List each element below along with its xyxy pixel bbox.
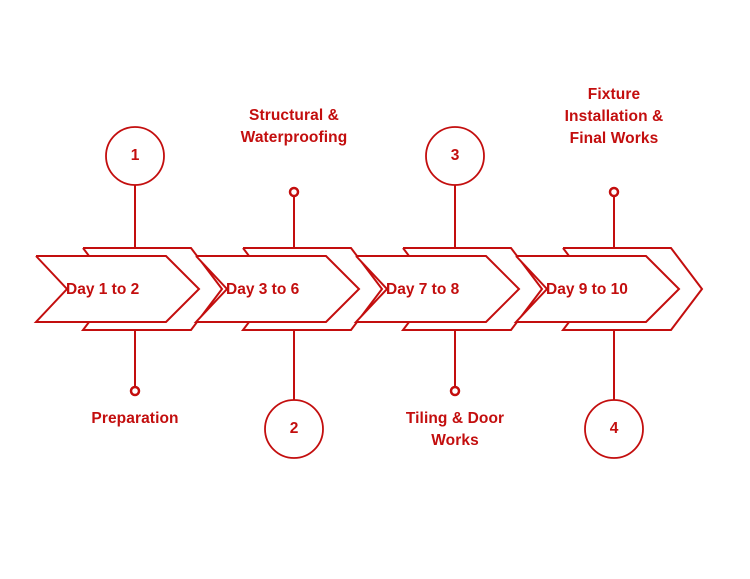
ring-terminator-step-2	[288, 186, 300, 198]
step-marker-circle-4[interactable]	[584, 399, 644, 459]
step-title-label-3: Tiling & Door Works	[405, 410, 505, 449]
ring-terminator-step-1	[129, 385, 141, 397]
chevron-step-3-front	[353, 255, 521, 323]
step-title-label-4: Fixture Installation & Final Works	[564, 86, 664, 147]
step-marker-circle-3[interactable]	[425, 126, 485, 186]
chevron-step-2	[193, 247, 384, 331]
step-marker-label-2: 2	[289, 420, 299, 437]
chevron-step-2-front	[193, 255, 361, 323]
step-title-label-1: Preparation	[91, 410, 179, 427]
step-duration-label-3: Day 7 to 8	[386, 281, 460, 298]
step-marker-label-1: 1	[130, 147, 140, 164]
step-marker-circle-1[interactable]	[105, 126, 165, 186]
ring-terminator-step-4	[608, 186, 620, 198]
chevron-step-4	[513, 247, 704, 331]
step-marker-label-4: 4	[609, 420, 619, 437]
ring-terminator-step-3	[449, 385, 461, 397]
step-marker-label-3: 3	[450, 147, 460, 164]
chevron-step-1	[33, 247, 224, 331]
chevron-step-4-front	[513, 255, 681, 323]
step-duration-label-2: Day 3 to 6	[226, 281, 300, 298]
step-duration-label-1: Day 1 to 2	[66, 281, 140, 298]
chevron-step-1-front	[33, 255, 201, 323]
step-marker-circle-2[interactable]	[264, 399, 324, 459]
connectors	[134, 184, 615, 401]
step-title-label-2: Structural & Waterproofing	[240, 107, 348, 146]
chevron-step-3	[353, 247, 544, 331]
step-duration-label-4: Day 9 to 10	[546, 281, 628, 298]
